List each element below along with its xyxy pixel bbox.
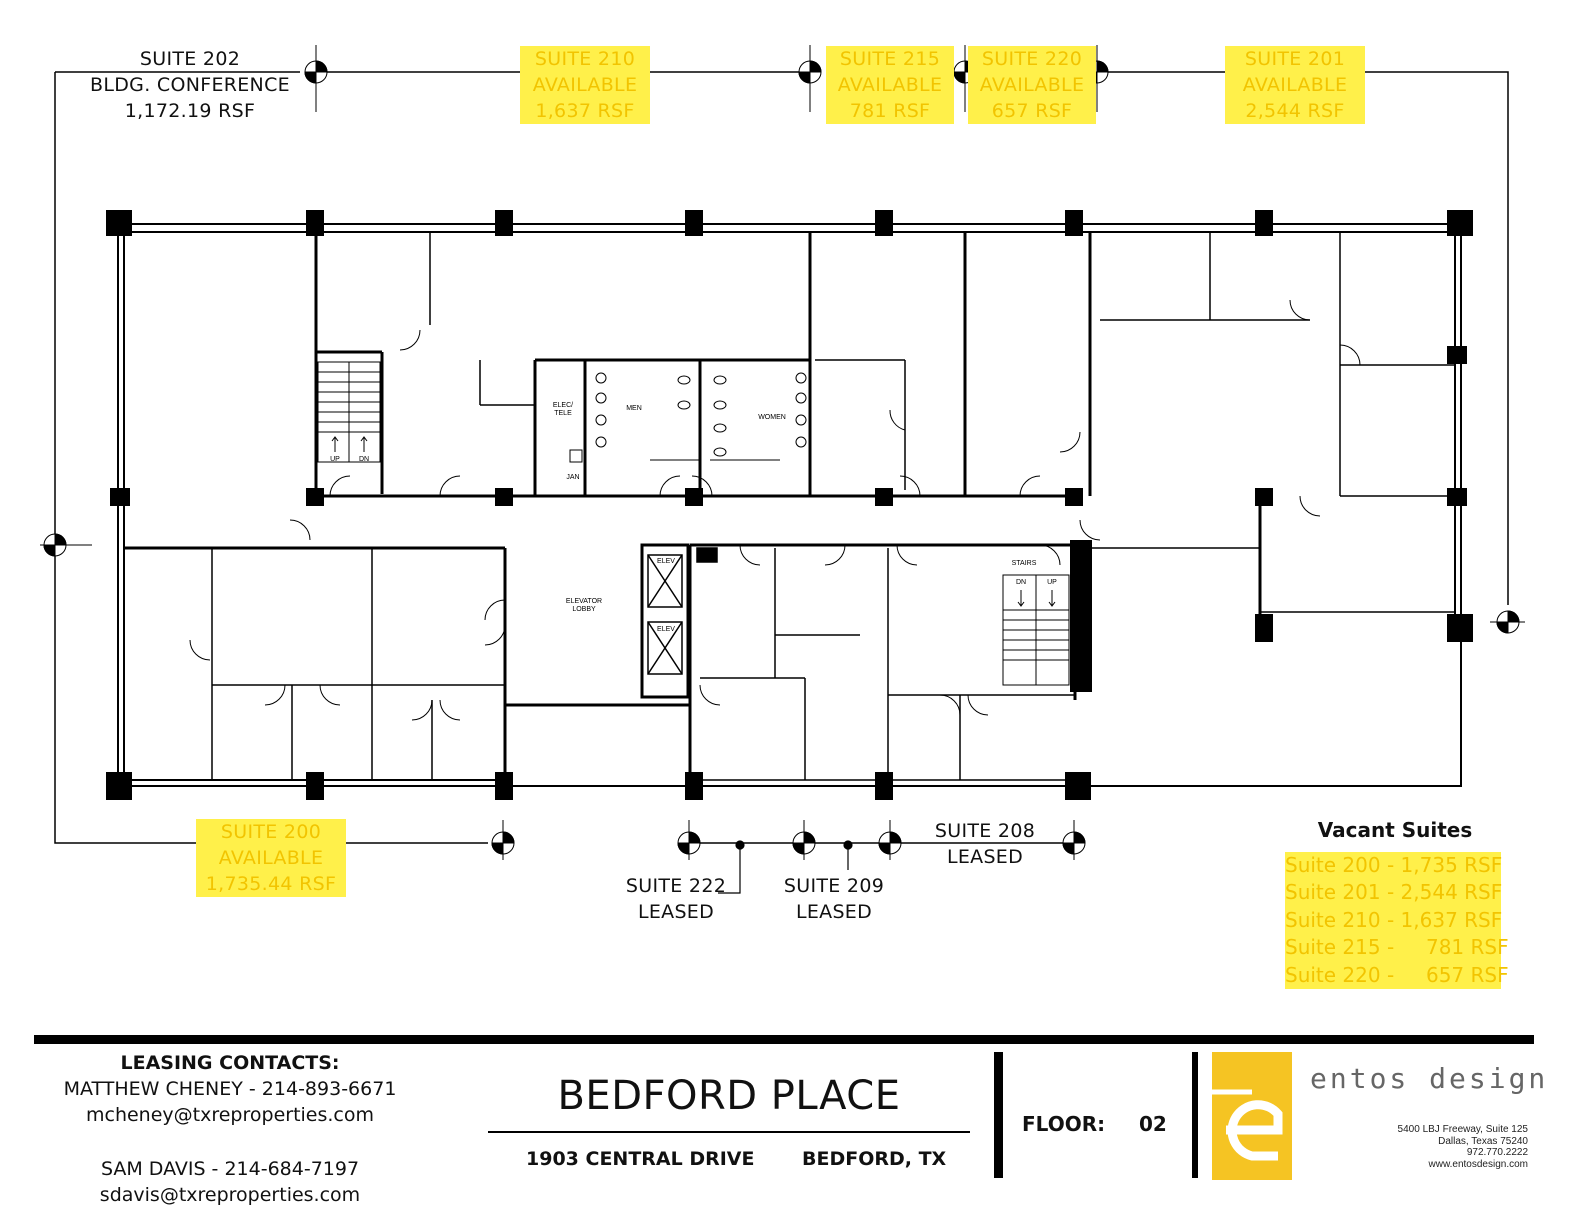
vacant-item-220: Suite 220 - 657 RSF — [1285, 962, 1509, 987]
stair-right-up-label: UP — [1047, 579, 1057, 586]
firm-address: 5400 LBJ Freeway, Suite 125 Dallas, Texa… — [1340, 1124, 1528, 1170]
leasing-contacts: LEASING CONTACTS: MATTHEW CHENEY - 214-8… — [40, 1050, 420, 1208]
vacant-item-210: Suite 210 - 1,637 RSF — [1285, 907, 1503, 932]
floor-value: 02 — [1139, 1112, 1167, 1136]
firm-website[interactable]: www.entosdesign.com — [1428, 1158, 1529, 1170]
stair-shaft-wall — [1070, 540, 1092, 692]
structural-columns — [106, 210, 1473, 800]
contact-1-name: MATTHEW CHENEY - 214-893-6671 — [63, 1078, 397, 1100]
door-swings — [189, 299, 1361, 721]
room-label-men: MEN — [626, 405, 642, 412]
vacant-suites-list: Suite 200 - 1,735 RSF Suite 201 - 2,544 … — [1285, 852, 1509, 990]
elevators — [640, 543, 718, 699]
vacant-item-215: Suite 215 - 781 RSF — [1285, 935, 1509, 960]
suite-215-label: SUITE 215 AVAILABLE 781 RSF — [826, 46, 954, 124]
title-divider-1 — [994, 1052, 1003, 1178]
entos-logo-mark — [1212, 1089, 1283, 1161]
stairs-left — [317, 361, 381, 463]
suite-boundary-lines — [54, 71, 1509, 844]
thin-partitions — [211, 232, 1455, 781]
restroom-fixtures — [569, 372, 807, 463]
suite-201-label: SUITE 201 AVAILABLE 2,544 RSF — [1225, 46, 1365, 124]
building-city: BEDFORD, TX — [802, 1148, 947, 1170]
floor-label: FLOOR: — [1022, 1112, 1106, 1136]
leader-lines — [718, 840, 853, 894]
title-divider-2 — [1192, 1052, 1198, 1178]
suite-202-label: SUITE 202 BLDG. CONFERENCE 1,172.19 RSF — [90, 48, 290, 122]
suite-210-label: SUITE 210 AVAILABLE 1,637 RSF — [520, 46, 650, 124]
floor-plan: ELEC/ TELE MEN WOMEN JAN ELEVATOR LOBBY … — [40, 45, 1525, 894]
room-label-tele: TELE — [554, 410, 572, 417]
firm-name: entos design — [1310, 1062, 1549, 1095]
stairs-right — [1002, 574, 1070, 686]
title-underline — [488, 1131, 970, 1133]
room-label-stairs: STAIRS — [1012, 560, 1037, 567]
room-label-elec: ELEC/ — [553, 402, 573, 409]
stair-left-dn-label: DN — [359, 456, 369, 463]
entos-logo — [1212, 1052, 1292, 1180]
stair-right-dn-label: DN — [1016, 579, 1026, 586]
stair-left-up-label: UP — [330, 456, 340, 463]
vacant-suites-title: Vacant Suites — [1317, 818, 1473, 842]
contacts-heading: LEASING CONTACTS: — [120, 1052, 340, 1074]
vacant-item-200: Suite 200 - 1,735 RSF — [1285, 853, 1503, 877]
suite-200-label: SUITE 200 AVAILABLE 1,735.44 RSF — [196, 819, 346, 897]
room-label-elev-2: ELEV — [657, 626, 675, 633]
firm-phone: 972.770.2222 — [1466, 1147, 1528, 1158]
interior-walls — [124, 232, 1262, 800]
title-block-rule — [34, 1035, 1534, 1044]
suite-222-label: SUITE 222 LEASED — [625, 875, 727, 923]
building-address: 1903 CENTRAL DRIVE — [526, 1148, 755, 1170]
grid-markers — [40, 45, 1525, 860]
suite-209-label: SUITE 209 LEASED — [783, 875, 885, 923]
vacant-item-201: Suite 201 - 2,544 RSF — [1285, 880, 1503, 905]
room-label-jan: JAN — [566, 474, 579, 481]
building-name: BEDFORD PLACE — [557, 1073, 901, 1119]
contact-2-email[interactable]: sdavis@txreproperties.com — [99, 1184, 361, 1206]
stair-arrows — [331, 436, 1056, 607]
room-label-elev-1: ELEV — [657, 558, 675, 565]
contact-1-email[interactable]: mcheney@txreproperties.com — [85, 1104, 374, 1126]
room-label-elevator: ELEVATOR — [566, 598, 602, 605]
firm-address-line-2: Dallas, Texas 75240 — [1438, 1135, 1528, 1147]
contact-2-name: SAM DAVIS - 214-684-7197 — [100, 1158, 360, 1180]
suite-220-label: SUITE 220 AVAILABLE 657 RSF — [968, 46, 1096, 124]
firm-address-line-1: 5400 LBJ Freeway, Suite 125 — [1397, 1124, 1528, 1135]
suite-208-label: SUITE 208 LEASED — [934, 820, 1036, 868]
room-label-women: WOMEN — [758, 414, 786, 421]
room-label-lobby: LOBBY — [572, 606, 596, 613]
